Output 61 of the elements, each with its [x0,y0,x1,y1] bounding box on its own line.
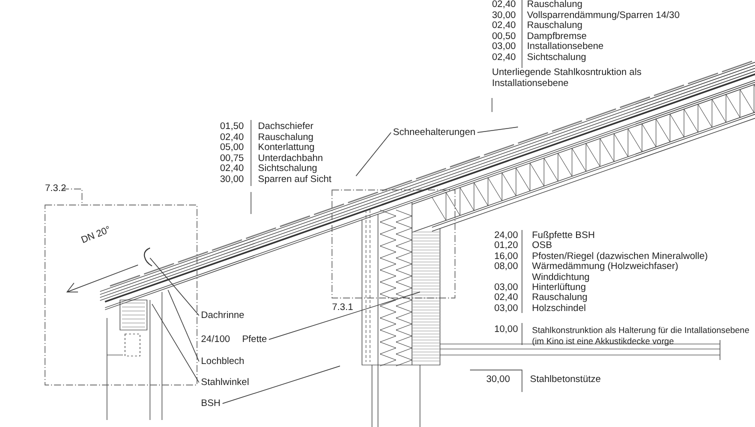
layer-thickness: 02,40 [492,0,516,10]
layer-thickness: 30,00 [220,175,244,186]
callout-label: Stahlwinkel [201,377,250,388]
layer-thickness: 10,00 [493,325,518,336]
layer-thickness: 03,00 [492,42,516,53]
layer-thickness: 00,50 [492,32,516,42]
callout-label: Lochblech [201,356,244,367]
layer-thickness: 01,50 [220,122,244,132]
layer-thickness: 02,40 [492,53,516,64]
layer-thickness: 30,00 [492,10,516,21]
layer-name: Holzschindel [532,304,586,314]
layer-name: Unterdachbahn [258,154,323,164]
layer-name: Installationsebene [527,42,604,53]
layer-thickness: 02,40 [220,132,244,143]
layer-name: Wärmedämmung (Holzweichfaser) [532,262,678,273]
layer-name: Vollsparrendämmung/Sparren 14/30 [527,10,680,21]
layer-thickness: 03,00 [493,283,518,293]
layer-name: Hinterlüftung [532,283,586,293]
layer-name: Pfosten/Riegel (dazwischen Mineralwolle) [532,252,708,262]
slope-label: DN 20° [80,225,112,246]
leader-line [150,258,200,316]
layer-name: Sichtschalung [527,53,586,64]
layer-name: Winddichtung [532,272,590,283]
note-text: Stahlkonstrunktion als Halterung für die Intallationsebene (im Kino ist eine Akkustikdecke vorge [532,325,750,346]
layer-name: Dampfbremse [527,32,587,42]
layer-thickness: 01,20 [493,241,518,252]
layer-name: Sparren auf Sicht [258,175,332,186]
leader-line [152,304,200,383]
callout-label: BSH [201,398,221,409]
layer-thickness: 24,00 [493,231,518,241]
layer-thickness: 16,00 [493,252,518,262]
layer-name: Sichtschalung [258,164,318,175]
callout-label: Pfette [242,334,267,345]
layer-thickness: 03,00 [493,304,518,314]
note-text: Unterliegende Stahlkosntruktion als Installationsebene [492,68,642,89]
layer-name: Dachschiefer [258,122,314,132]
layer-thickness: 02,40 [220,164,244,175]
leader-line [477,126,518,133]
layer-name: Rauschalung [532,293,588,304]
callout-label: 24/100 [201,334,230,345]
leader-line [356,132,392,176]
layer-thickness: 30,00 [485,375,510,386]
layer-thickness: 00,75 [220,154,244,164]
callout-label: Dachrinne [201,310,244,321]
layer-name: Konterlattung [258,143,315,154]
layer-name: Rauschalung [258,132,314,143]
layer-thickness: 05,00 [220,143,244,154]
callout-label: Schneehalterungen [393,127,476,138]
layer-name: Stahlbetonstütze [530,375,601,386]
layer-thickness: 02,40 [493,293,518,304]
leader-line [168,290,200,362]
layer-name: Fußpfette BSH [532,231,595,241]
layer-name: Rauschalung [527,21,582,32]
layer-name: OSB [532,241,552,252]
leader-line [268,292,420,340]
detail-reference: 7.3.2 [45,184,66,194]
detail-reference: 7.3.1 [332,303,354,314]
layer-name: Rauschalung [527,0,582,10]
layer-thickness: 02,40 [492,21,516,32]
layer-thickness: 08,00 [493,262,518,273]
leader-line [222,366,340,404]
